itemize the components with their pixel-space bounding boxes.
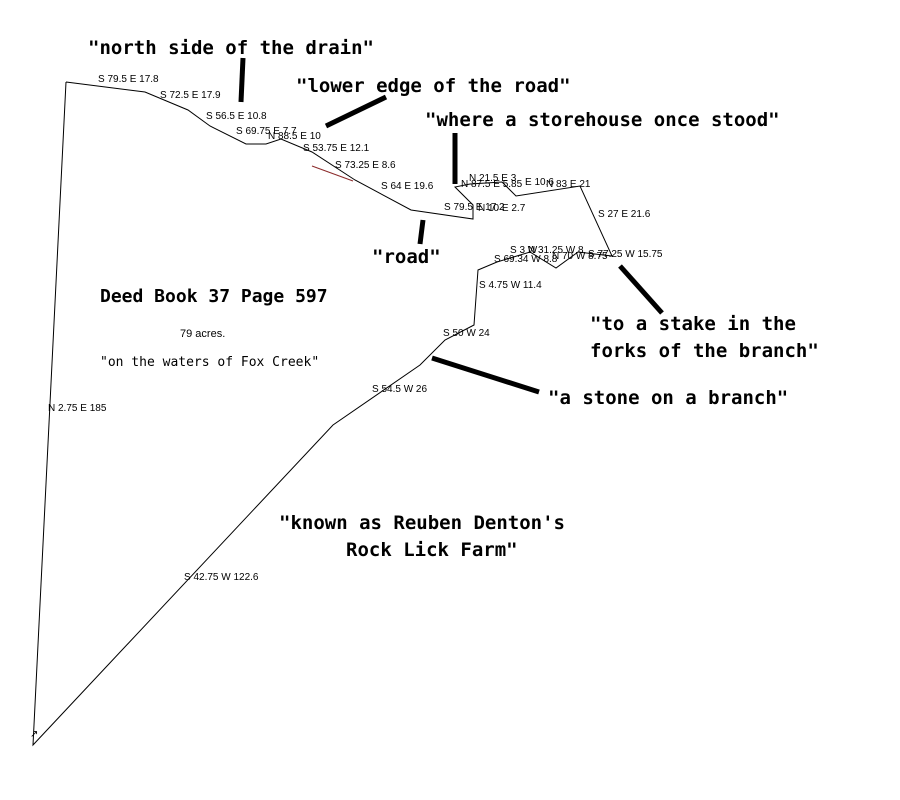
bearing-label: S 53.75 E 12.1	[303, 143, 370, 154]
bearing-label: N 87.5 E 5.85	[461, 179, 523, 190]
quote-stake-line1: "to a stake in the	[590, 313, 796, 335]
bearing-label: S 3 W	[510, 245, 538, 256]
bearing-label: S 69.75 E 7.7	[236, 126, 297, 137]
bearing-label: N 10 E 2.7	[478, 203, 526, 214]
road-edge-segment	[311, 165, 354, 182]
bearing-label: N 21.5 E 3	[469, 173, 517, 184]
bearing-label: S 27 E 21.6	[598, 209, 651, 220]
start-marker-icon: ↗	[30, 729, 38, 740]
bearing-label: S 54.5 W 26	[372, 384, 427, 395]
bearing-label: S 50 W 24	[443, 328, 490, 339]
bearing-label: N 83 E 21	[546, 179, 591, 190]
bearing-label: S 4.75 W 11.4	[479, 280, 542, 291]
bearing-label: S 72.5 E 17.9	[160, 90, 221, 101]
boundary-line	[32, 81, 613, 747]
pointer-drain	[238, 57, 246, 103]
bearing-label: S 64 E 19.6	[381, 181, 434, 192]
quote-storehouse: "where a storehouse once stood"	[425, 109, 780, 131]
pointer-stone	[431, 355, 540, 395]
acreage-label: 79 acres.	[180, 328, 225, 340]
quote-stone-branch: "a stone on a branch"	[548, 387, 788, 409]
bearing-label: E 10.6	[525, 177, 554, 188]
pointer-stake	[618, 264, 664, 315]
bearing-label: S 77.25 W 15.75	[588, 249, 663, 260]
bearing-label: N 88.5 E 10	[268, 131, 321, 142]
known-as-line1: "known as Reuben Denton's	[279, 512, 565, 534]
pointer-lower-edge	[324, 94, 388, 129]
bearing-label: S 56.5 E 10.8	[206, 111, 267, 122]
deed-title: Deed Book 37 Page 597	[100, 286, 328, 307]
bearing-label: N 70 W 8.75	[552, 251, 608, 262]
quote-road: "road"	[372, 246, 441, 268]
bearing-label: S 73.25 E 8.6	[335, 160, 396, 171]
quote-north-side-drain: "north side of the drain"	[88, 37, 374, 59]
bearing-label: N 2.75 E 185	[48, 403, 107, 414]
known-as-line2: Rock Lick Farm"	[346, 539, 518, 561]
bearing-label: S 42.75 W 122.6	[184, 572, 259, 583]
pointer-road	[417, 219, 426, 245]
waters-label: "on the waters of Fox Creek"	[100, 355, 319, 370]
quote-lower-edge-road: "lower edge of the road"	[296, 75, 571, 97]
bearing-label: S 69.34 W 8.8	[494, 254, 558, 265]
quote-stake-line2: forks of the branch"	[590, 340, 819, 362]
bearing-label: S 79.5 E 17.2	[444, 202, 505, 213]
bearing-label: S 79.5 E 17.8	[98, 74, 159, 85]
bearing-label: N 31.25 W 8	[528, 245, 584, 256]
